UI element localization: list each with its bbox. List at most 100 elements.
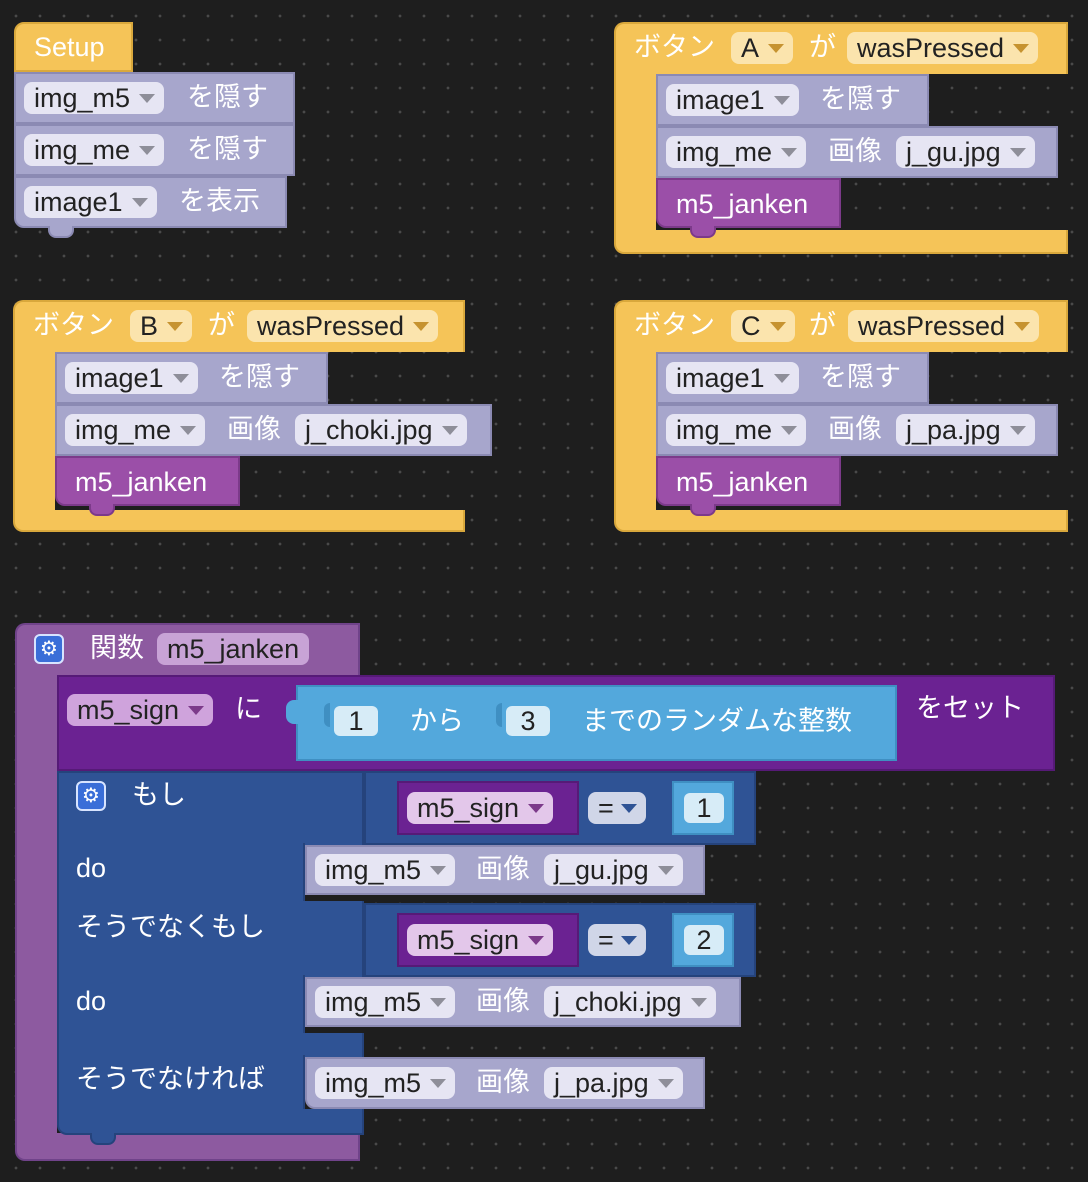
block-notch (89, 504, 115, 516)
file-dropdown[interactable]: j_gu.jpg (896, 136, 1035, 168)
operator-dropdown[interactable]: = (588, 924, 646, 956)
call-label: m5_janken (676, 467, 809, 497)
setup-hat[interactable] (14, 22, 133, 72)
number-field[interactable]: 1 (684, 793, 724, 823)
var-dropdown[interactable]: img_m5 (24, 82, 165, 114)
var-dropdown[interactable]: img_m5 (315, 986, 456, 1018)
chevron-down-icon (690, 998, 707, 1007)
event-dropdown[interactable]: wasPressed (247, 310, 439, 342)
var-dropdown[interactable]: img_me (24, 134, 165, 166)
chevron-down-icon (620, 936, 637, 945)
chevron-down-icon (620, 804, 637, 813)
image-label: 画像 (227, 414, 281, 444)
var-name: image1 (75, 363, 164, 393)
file-name: j_choki.jpg (305, 415, 433, 445)
var-dropdown[interactable]: image1 (65, 362, 198, 394)
var-name: img_me (676, 415, 773, 445)
chevron-down-icon (1014, 322, 1031, 331)
action-label: を隠す (187, 134, 268, 164)
call-m5-janken-block[interactable] (656, 456, 841, 506)
function-c-arm (15, 673, 57, 1135)
file-dropdown[interactable]: j_gu.jpg (544, 854, 683, 886)
image-label: 画像 (476, 986, 530, 1016)
file-dropdown[interactable]: j_choki.jpg (295, 414, 467, 446)
operator: = (598, 793, 614, 823)
var-dropdown[interactable]: image1 (666, 84, 799, 116)
block-notch (48, 226, 74, 238)
set-label: をセット (916, 693, 1024, 723)
var-dropdown[interactable]: m5_sign (407, 792, 554, 824)
var-name: m5_sign (417, 925, 520, 955)
var-dropdown[interactable]: img_m5 (315, 854, 456, 886)
event-footer (13, 510, 465, 532)
image-label: 画像 (476, 854, 530, 884)
prefix-label: ボタン (634, 310, 715, 340)
image-label: 画像 (476, 1067, 530, 1097)
file-dropdown[interactable]: j_choki.jpg (544, 986, 716, 1018)
elseif-label: そうでなくもし (76, 912, 265, 942)
var-dropdown[interactable]: image1 (24, 186, 157, 218)
chevron-down-icon (773, 374, 790, 383)
file-dropdown[interactable]: j_pa.jpg (896, 414, 1035, 446)
var-name: img_m5 (325, 987, 422, 1017)
var-dropdown[interactable]: img_me (666, 136, 807, 168)
var-name: img_m5 (325, 1068, 422, 1098)
button-dropdown[interactable]: B (130, 310, 193, 342)
operator: = (598, 925, 614, 955)
number-field-to[interactable]: 3 (506, 706, 550, 736)
var-dropdown[interactable]: img_me (666, 414, 807, 446)
operator-dropdown[interactable]: = (588, 792, 646, 824)
var-name: m5_sign (417, 793, 520, 823)
elseif-section (57, 901, 364, 977)
number-field-from[interactable]: 1 (334, 706, 378, 736)
event-footer (614, 230, 1068, 254)
if-label: もし (132, 780, 186, 810)
file-dropdown[interactable]: j_pa.jpg (544, 1067, 683, 1099)
event-c-arm (13, 350, 55, 512)
gear-icon[interactable]: ⚙ (76, 781, 106, 811)
call-label: m5_janken (75, 467, 208, 497)
var-dropdown[interactable]: img_me (65, 414, 206, 446)
button-dropdown[interactable]: C (731, 310, 795, 342)
ni-label: に (235, 694, 262, 724)
var-name: img_m5 (34, 83, 131, 113)
puzzle-tab (496, 703, 502, 727)
function-name-field[interactable]: m5_janken (157, 633, 310, 665)
chevron-down-icon (430, 1079, 447, 1088)
var-dropdown[interactable]: m5_sign (67, 694, 214, 726)
button-dropdown[interactable]: A (731, 32, 794, 64)
number-field[interactable]: 2 (684, 925, 724, 955)
ga-label: が (809, 310, 836, 340)
call-label: m5_janken (676, 189, 809, 219)
event-dropdown[interactable]: wasPressed (848, 310, 1040, 342)
chevron-down-icon (430, 998, 447, 1007)
chevron-down-icon (131, 198, 148, 207)
event-dropdown[interactable]: wasPressed (847, 32, 1039, 64)
puzzle-tab (324, 703, 330, 727)
file-name: j_pa.jpg (554, 1068, 649, 1098)
if-do-arm (57, 843, 305, 903)
if-block[interactable] (57, 771, 364, 845)
else-section (57, 1033, 364, 1057)
file-name: j_choki.jpg (554, 987, 682, 1017)
chevron-down-icon (781, 148, 798, 157)
event-name: wasPressed (857, 33, 1005, 63)
call-m5-janken-block[interactable] (55, 456, 240, 506)
do-label: do (76, 853, 107, 883)
gear-icon[interactable]: ⚙ (34, 634, 64, 664)
block-notch (690, 504, 716, 516)
random-integer-block[interactable] (296, 685, 897, 761)
var-name: img_me (75, 415, 172, 445)
do-label: do (76, 986, 107, 1016)
chevron-down-icon (139, 94, 156, 103)
var-dropdown[interactable]: image1 (666, 362, 799, 394)
chevron-down-icon (139, 146, 156, 155)
var-dropdown[interactable]: m5_sign (407, 924, 554, 956)
else-label: そうでなければ (76, 1064, 265, 1094)
chevron-down-icon (1009, 426, 1026, 435)
chevron-down-icon (657, 1079, 674, 1088)
call-m5-janken-block[interactable] (656, 178, 841, 228)
chevron-down-icon (657, 866, 674, 875)
event-c-arm (614, 72, 656, 232)
var-dropdown[interactable]: img_m5 (315, 1067, 456, 1099)
